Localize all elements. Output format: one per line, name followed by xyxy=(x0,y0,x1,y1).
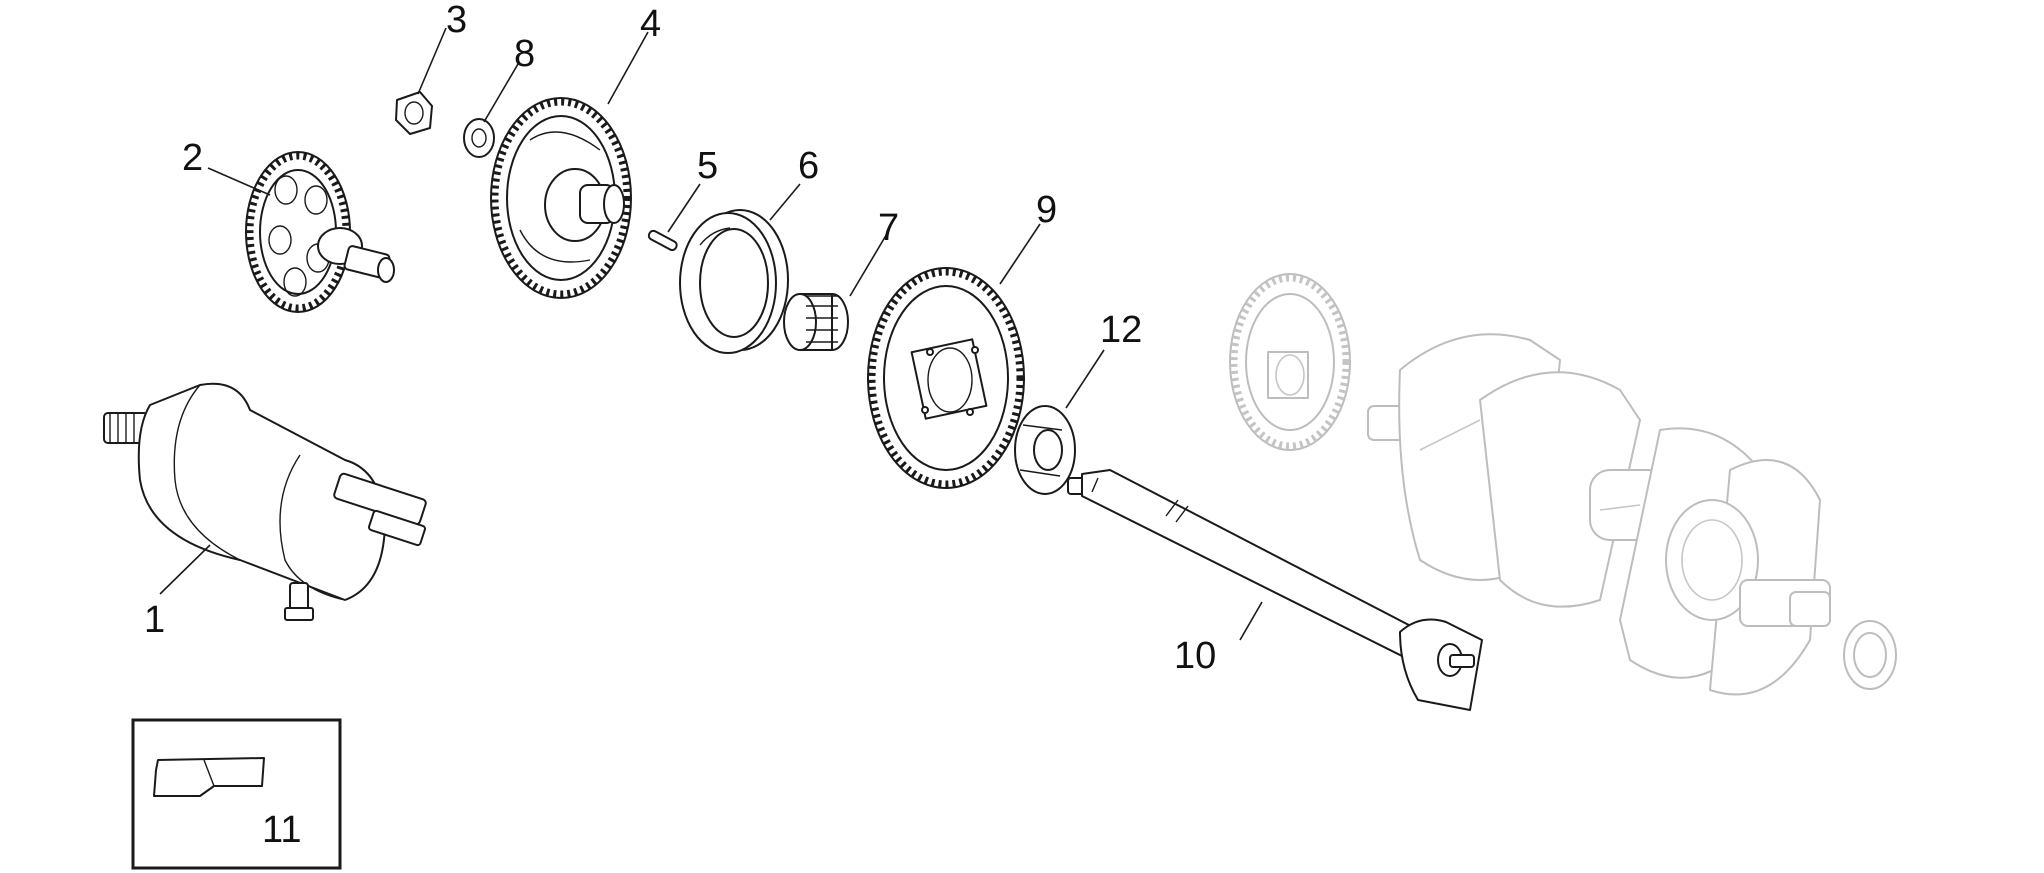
callout-12: 12 xyxy=(1100,309,1142,351)
part-9-starter-driven-gear xyxy=(867,267,1025,489)
callout-7: 7 xyxy=(878,207,899,249)
callout-8: 8 xyxy=(514,33,535,75)
callout-3: 3 xyxy=(446,0,467,41)
part-3-nut xyxy=(395,91,433,135)
ghost-crank-nut xyxy=(1843,620,1897,690)
callout-5: 5 xyxy=(697,145,718,187)
callout-4: 4 xyxy=(640,3,661,45)
part-12-thrust-washer xyxy=(1014,405,1076,495)
part-4-gear-with-hub xyxy=(490,97,632,299)
part-2-intermediate-gear xyxy=(245,151,395,313)
ghost-crank-gear xyxy=(1229,273,1351,451)
part-11-cover-piece xyxy=(153,757,265,797)
ghost-crankshaft-assembly xyxy=(1229,273,1897,696)
part-5-pin xyxy=(647,229,678,252)
part-6-freewheel-housing xyxy=(679,209,789,354)
callout-2: 2 xyxy=(182,137,203,179)
part-10-starter-shaft xyxy=(1067,469,1483,711)
callout-labels: 1 2 3 4 5 6 7 8 9 10 12 xyxy=(144,0,1216,677)
leader-lines xyxy=(159,27,1263,641)
part-11-inset-box: 11 xyxy=(131,718,342,870)
callout-10: 10 xyxy=(1174,635,1216,677)
ghost-crankshaft xyxy=(1367,333,1831,696)
part-7-roller-cage xyxy=(783,293,849,351)
part-1-starter-motor xyxy=(103,382,427,621)
callout-11: 11 xyxy=(262,809,301,851)
callout-9: 9 xyxy=(1036,189,1057,231)
part-8-washer xyxy=(463,118,495,158)
callout-6: 6 xyxy=(798,145,819,187)
callout-1: 1 xyxy=(144,599,165,641)
